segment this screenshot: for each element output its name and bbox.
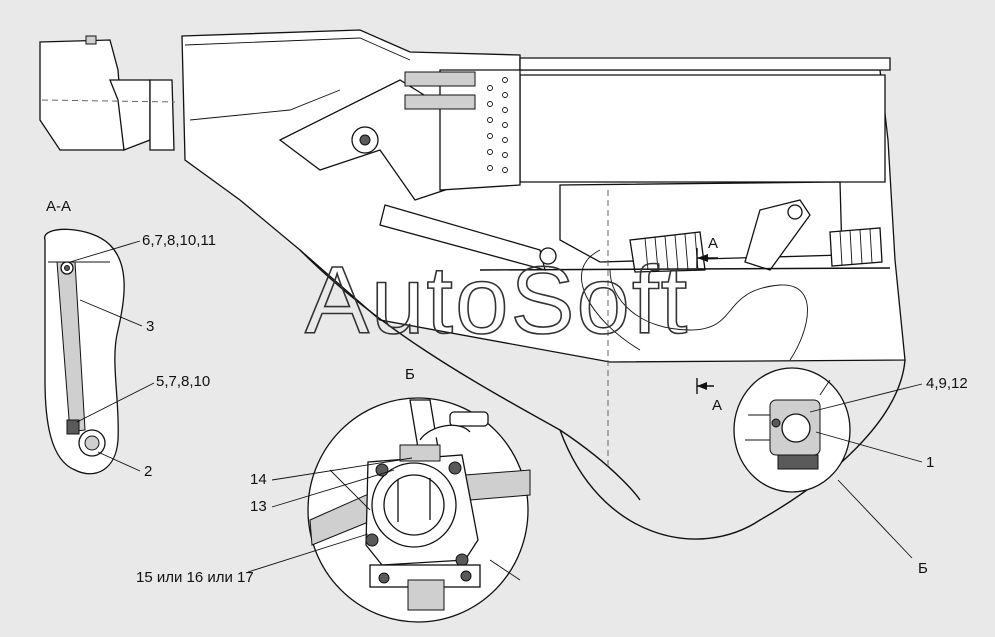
callout-13: 13	[250, 498, 267, 515]
section-marker-bottom-label: А	[712, 397, 722, 414]
callout-2: 2	[144, 463, 152, 480]
callout-14: 14	[250, 471, 267, 488]
detail-b-view	[307, 397, 531, 623]
detail-b-title: Б	[405, 366, 415, 383]
callout-15-16-17: 15 или 16 или 17	[136, 569, 254, 586]
leader-13	[271, 469, 395, 508]
leader-detail-b	[837, 479, 913, 559]
front-panel-part	[39, 35, 176, 151]
section-marker-top: А	[696, 235, 718, 268]
bellows-left	[629, 231, 706, 273]
watermark-text: AutoSoft	[305, 247, 689, 354]
machine-body	[181, 29, 906, 540]
leader-14	[271, 457, 413, 481]
leader-1	[815, 431, 923, 463]
leader-5-7-8-10	[76, 382, 155, 423]
leader-3	[79, 299, 143, 327]
leader-6-7-8-10-11	[69, 240, 141, 263]
leader-15-16-17	[247, 533, 369, 573]
leader-4-9-12	[809, 383, 923, 413]
callout-3: 3	[146, 318, 154, 335]
section-marker-bottom: А	[696, 378, 722, 414]
callout-4-9-12: 4,9,12	[926, 375, 968, 392]
leader-2	[97, 451, 141, 472]
detail-b-locator-label: Б	[918, 560, 928, 577]
section-marker-top-label: А	[708, 235, 718, 252]
bracket-holes	[487, 77, 508, 173]
section-a-a-view	[44, 228, 125, 475]
callout-5-7-8-10: 5,7,8,10	[156, 373, 210, 390]
bellows-right	[829, 227, 883, 267]
detail-b-locator	[733, 367, 851, 493]
callout-1: 1	[926, 454, 934, 471]
section-title: А-А	[46, 198, 71, 215]
callout-6-7-8-10-11: 6,7,8,10,11	[142, 232, 216, 249]
